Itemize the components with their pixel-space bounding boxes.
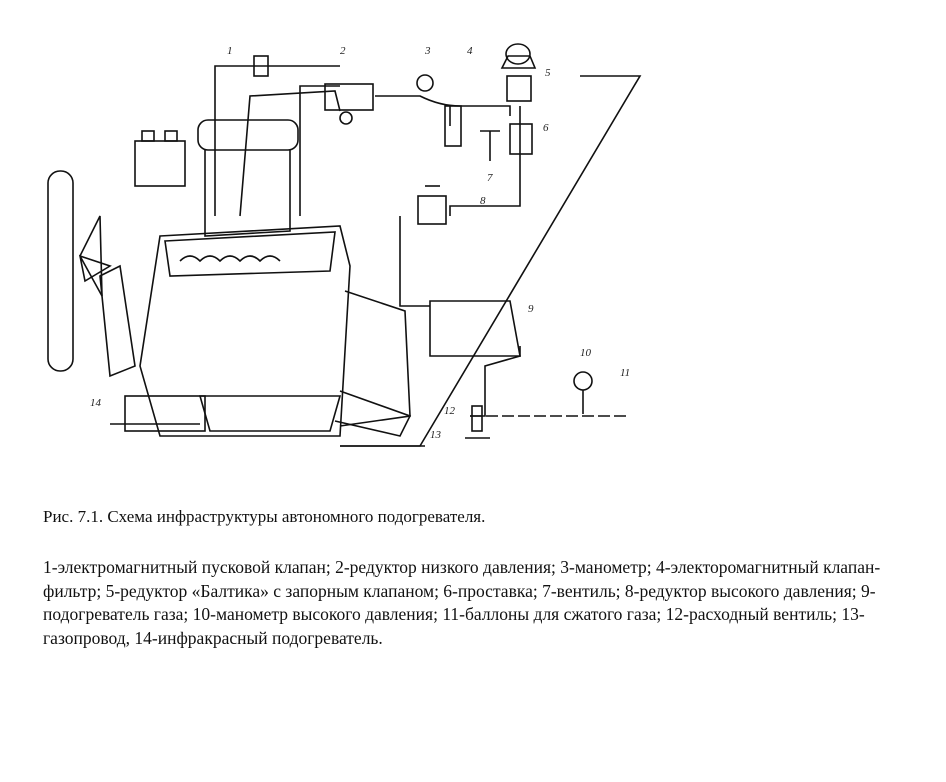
high-pressure-reducer bbox=[417, 195, 447, 225]
consumption-valve bbox=[471, 405, 483, 432]
fan bbox=[78, 215, 112, 297]
diagram-drawing: 1 2 3 4 5 6 7 8 9 10 11 12 13 14 bbox=[47, 43, 642, 447]
callout-7: 7 bbox=[487, 172, 493, 184]
figure-caption: Рис. 7.1. Схема инфраструктуры автономно… bbox=[43, 507, 486, 526]
radiator bbox=[47, 170, 74, 372]
callout-4: 4 bbox=[467, 45, 473, 57]
gearbox bbox=[339, 290, 411, 427]
callout-8: 8 bbox=[480, 195, 486, 207]
battery bbox=[134, 140, 186, 187]
callout-12: 12 bbox=[444, 405, 456, 417]
start-valve bbox=[253, 55, 269, 77]
callout-1: 1 bbox=[227, 45, 233, 57]
manometer bbox=[416, 74, 434, 92]
callout-2: 2 bbox=[340, 45, 346, 57]
high-pressure-manometer bbox=[573, 371, 593, 391]
oil-pan bbox=[198, 395, 342, 432]
callout-14: 14 bbox=[90, 397, 102, 409]
callout-9: 9 bbox=[528, 303, 534, 315]
figure-legend: 1-электромагнитный пусковой клапан; 2-ре… bbox=[43, 557, 881, 648]
spacer bbox=[509, 123, 533, 155]
low-pressure-reducer bbox=[324, 83, 374, 111]
engine-block bbox=[139, 225, 351, 437]
valve bbox=[480, 130, 500, 161]
infrared-heater bbox=[124, 395, 206, 432]
gas-line-top bbox=[214, 65, 340, 216]
callout-labels: 1 2 3 4 5 6 7 8 9 10 11 12 13 14 bbox=[90, 45, 630, 441]
callout-11: 11 bbox=[620, 367, 630, 379]
callout-5: 5 bbox=[545, 67, 551, 79]
valve-filter bbox=[444, 105, 462, 147]
callout-13: 13 bbox=[430, 429, 442, 441]
gas-heater bbox=[429, 300, 521, 357]
engine-gas-system-diagram: 1 2 3 4 5 6 7 8 9 10 11 12 13 14 bbox=[40, 36, 900, 456]
callout-6: 6 bbox=[543, 122, 549, 134]
callout-10: 10 bbox=[580, 347, 592, 359]
callout-3: 3 bbox=[424, 45, 431, 57]
